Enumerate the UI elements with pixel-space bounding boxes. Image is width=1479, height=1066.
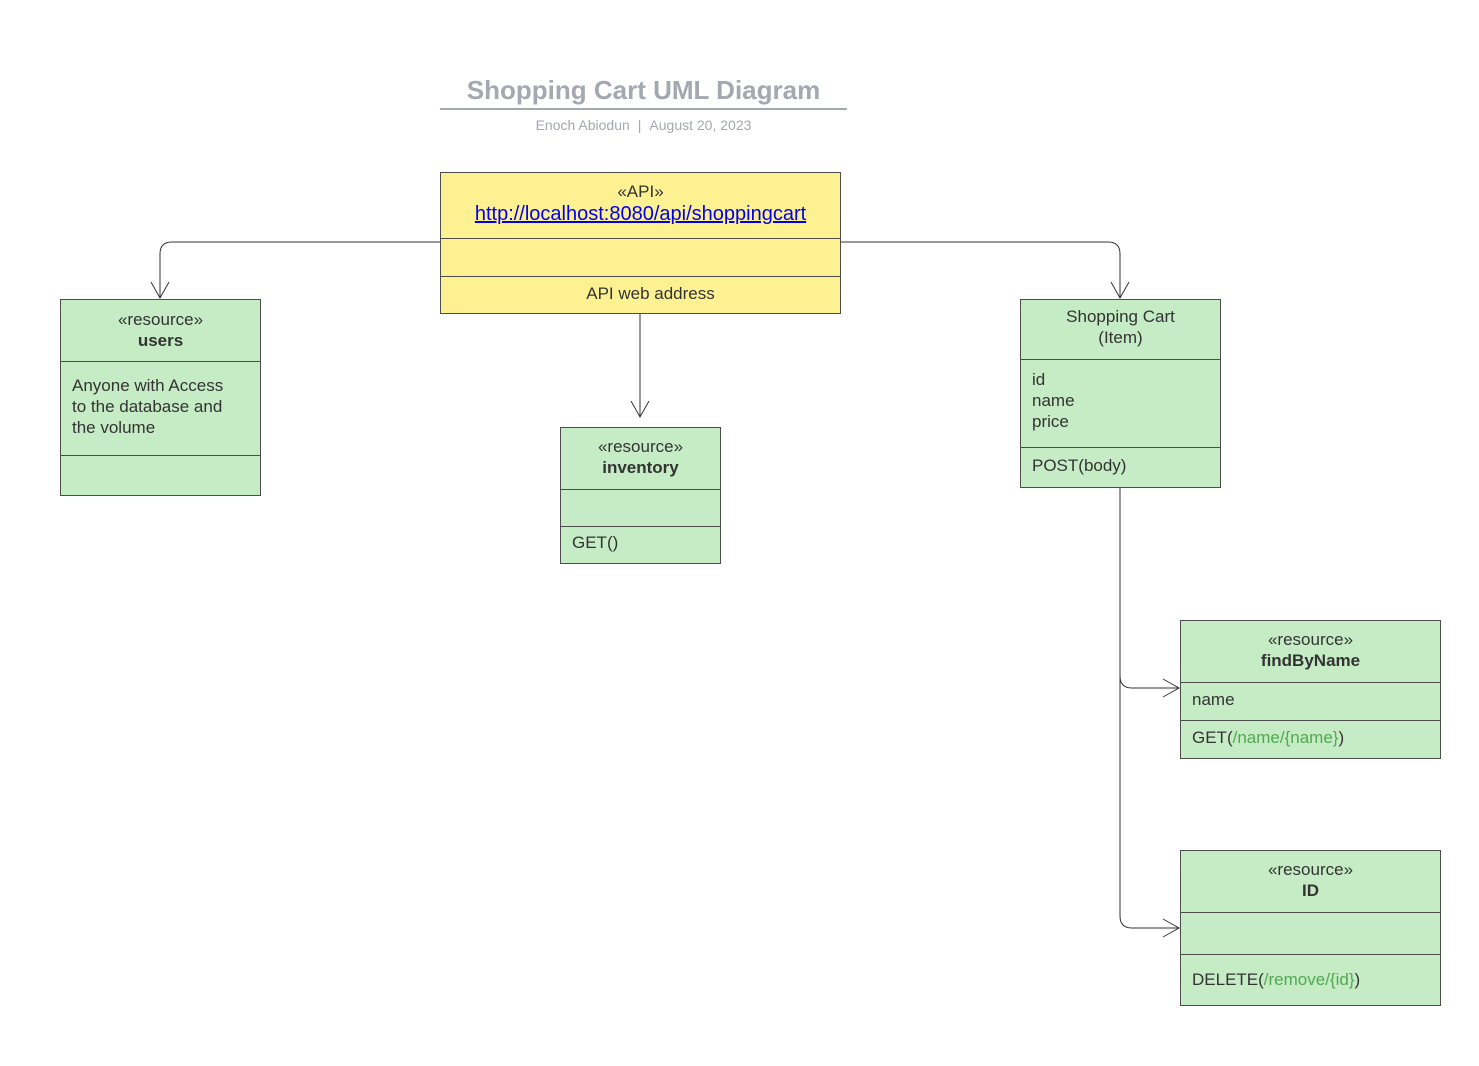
diagram-header: Shopping Cart UML Diagram Enoch Abiodun |… (440, 74, 847, 134)
api-attributes-section (441, 238, 840, 276)
api-stereotype: «API» (617, 182, 664, 201)
id-method-path: /remove/{id} (1263, 970, 1355, 989)
author-name: Enoch Abiodun (535, 117, 630, 133)
cart-method: POST(body) (1021, 447, 1220, 487)
inventory-method: GET() (561, 526, 720, 563)
cart-attribute: id (1032, 370, 1046, 389)
id-name: ID (1302, 881, 1319, 900)
cart-header-section: Shopping Cart (Item) (1021, 300, 1220, 359)
id-method-prefix: DELETE( (1192, 970, 1264, 989)
findbyname-method-suffix: ) (1338, 728, 1345, 747)
arrowhead-inventory (630, 400, 650, 419)
findbyname-header-section: «resource» findByName (1181, 621, 1440, 682)
arrowhead-cart (1110, 281, 1130, 300)
users-description-line: to the database and (72, 397, 223, 416)
id-stereotype: «resource» (1267, 860, 1354, 879)
shopping-cart-class-box: Shopping Cart (Item) id name price POST(… (1020, 299, 1221, 488)
cart-attribute: price (1032, 412, 1069, 431)
id-resource-box: «resource» ID DELETE(/remove/{id}) (1180, 850, 1441, 1006)
arrowhead-id (1162, 918, 1181, 938)
id-header-section: «resource» ID (1181, 851, 1440, 912)
findbyname-name: findByName (1260, 651, 1361, 670)
users-resource-box: «resource» users Anyone with Access to t… (60, 299, 261, 496)
diagram-byline: Enoch Abiodun | August 20, 2023 (440, 116, 847, 134)
inventory-name: inventory (602, 458, 679, 477)
users-name: users (137, 331, 184, 350)
inventory-stereotype: «resource» (597, 437, 684, 456)
cart-attribute: name (1032, 391, 1075, 410)
diagram-date: August 20, 2023 (649, 117, 752, 133)
connector-api-to-cart (841, 241, 1121, 298)
api-description: API web address (441, 276, 840, 313)
id-method: DELETE(/remove/{id}) (1181, 954, 1440, 1005)
inventory-resource-box: «resource» inventory GET() (560, 427, 721, 564)
users-description-section: Anyone with Access to the database and t… (61, 361, 260, 455)
users-header-section: «resource» users (61, 300, 260, 361)
findbyname-method: GET(/name/{name}) (1181, 720, 1440, 758)
diagram-title: Shopping Cart UML Diagram (440, 74, 847, 110)
findbyname-method-path: /name/{name} (1232, 728, 1339, 747)
arrowhead-findbyname (1162, 678, 1181, 698)
users-stereotype: «resource» (117, 310, 204, 329)
id-method-suffix: ) (1354, 970, 1361, 989)
users-description-line: Anyone with Access (72, 376, 224, 395)
inventory-attributes-section (561, 489, 720, 526)
connector-api-to-users (159, 241, 440, 298)
api-class-box: «API» http://localhost:8080/api/shopping… (440, 172, 841, 314)
arrowhead-users (150, 281, 170, 300)
connector-cart-to-findbyname (1119, 488, 1179, 689)
api-url-link[interactable]: http://localhost:8080/api/shoppingcart (474, 203, 807, 225)
findbyname-resource-box: «resource» findByName name GET(/name/{na… (1180, 620, 1441, 759)
cart-attributes-section: id name price (1021, 359, 1220, 447)
findbyname-method-prefix: GET( (1192, 728, 1233, 747)
users-description-line: the volume (72, 418, 156, 437)
inventory-header-section: «resource» inventory (561, 428, 720, 489)
byline-separator: | (637, 117, 642, 133)
api-header-section: «API» http://localhost:8080/api/shopping… (441, 173, 840, 238)
findbyname-attribute: name (1181, 682, 1440, 720)
id-attributes-section (1181, 912, 1440, 954)
users-methods-section (61, 455, 260, 495)
cart-name-qualifier: (Item) (1098, 328, 1143, 347)
cart-name: Shopping Cart (1066, 307, 1175, 326)
findbyname-stereotype: «resource» (1267, 630, 1354, 649)
connector-cart-to-id (1119, 676, 1179, 929)
